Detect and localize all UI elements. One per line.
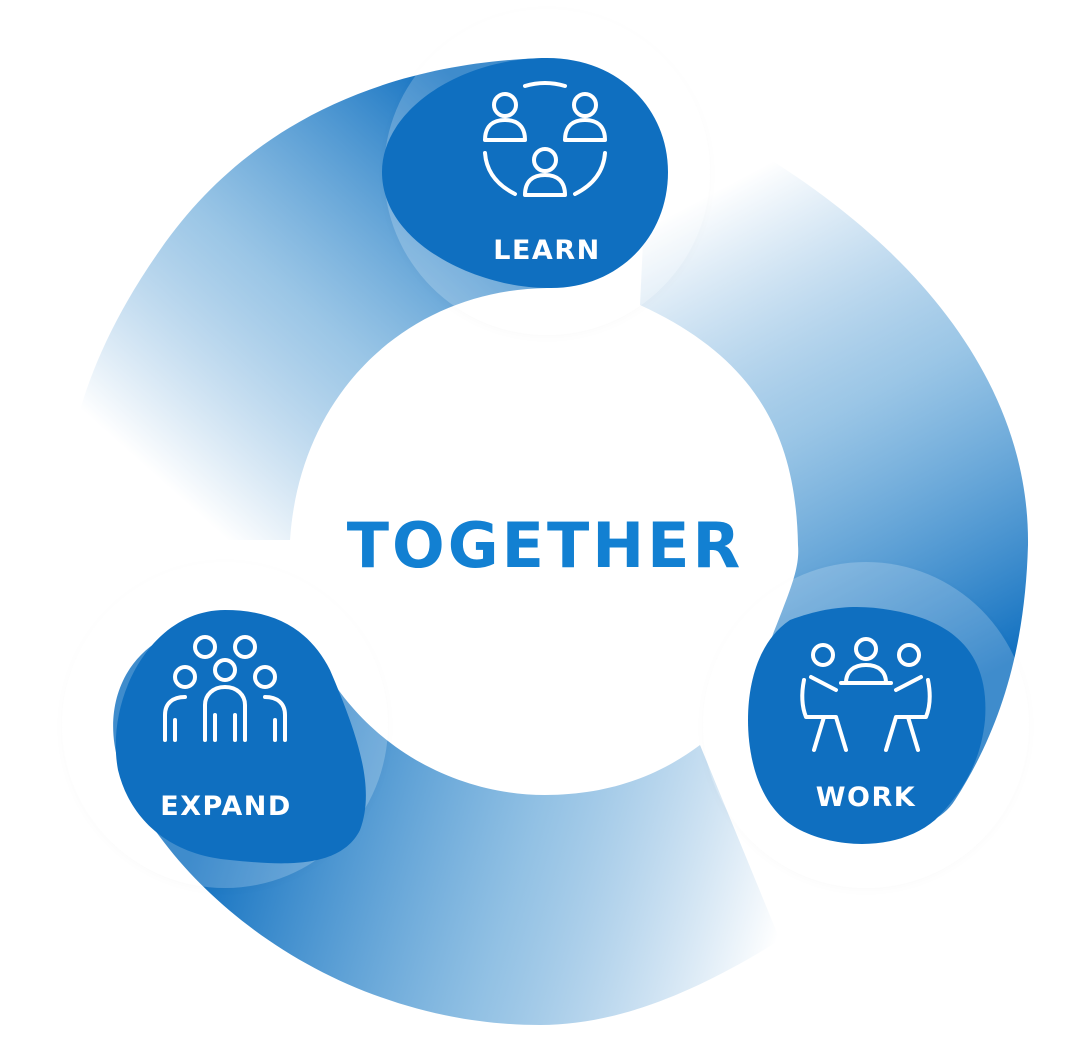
learn-label: LEARN: [493, 235, 600, 266]
node-expand[interactable]: EXPAND: [115, 610, 366, 864]
expand-disc: [115, 610, 366, 864]
meeting-table-icon: [800, 637, 932, 752]
work-label: WORK: [816, 782, 916, 813]
people-circle-icon: [483, 81, 607, 197]
learn-disc: [382, 58, 668, 289]
group-crowd-icon: [163, 635, 287, 742]
work-disc: [748, 607, 986, 844]
expand-label: EXPAND: [160, 791, 291, 822]
node-work[interactable]: WORK: [748, 607, 986, 844]
center-title: TOGETHER: [347, 509, 744, 582]
node-learn[interactable]: LEARN: [382, 58, 668, 289]
